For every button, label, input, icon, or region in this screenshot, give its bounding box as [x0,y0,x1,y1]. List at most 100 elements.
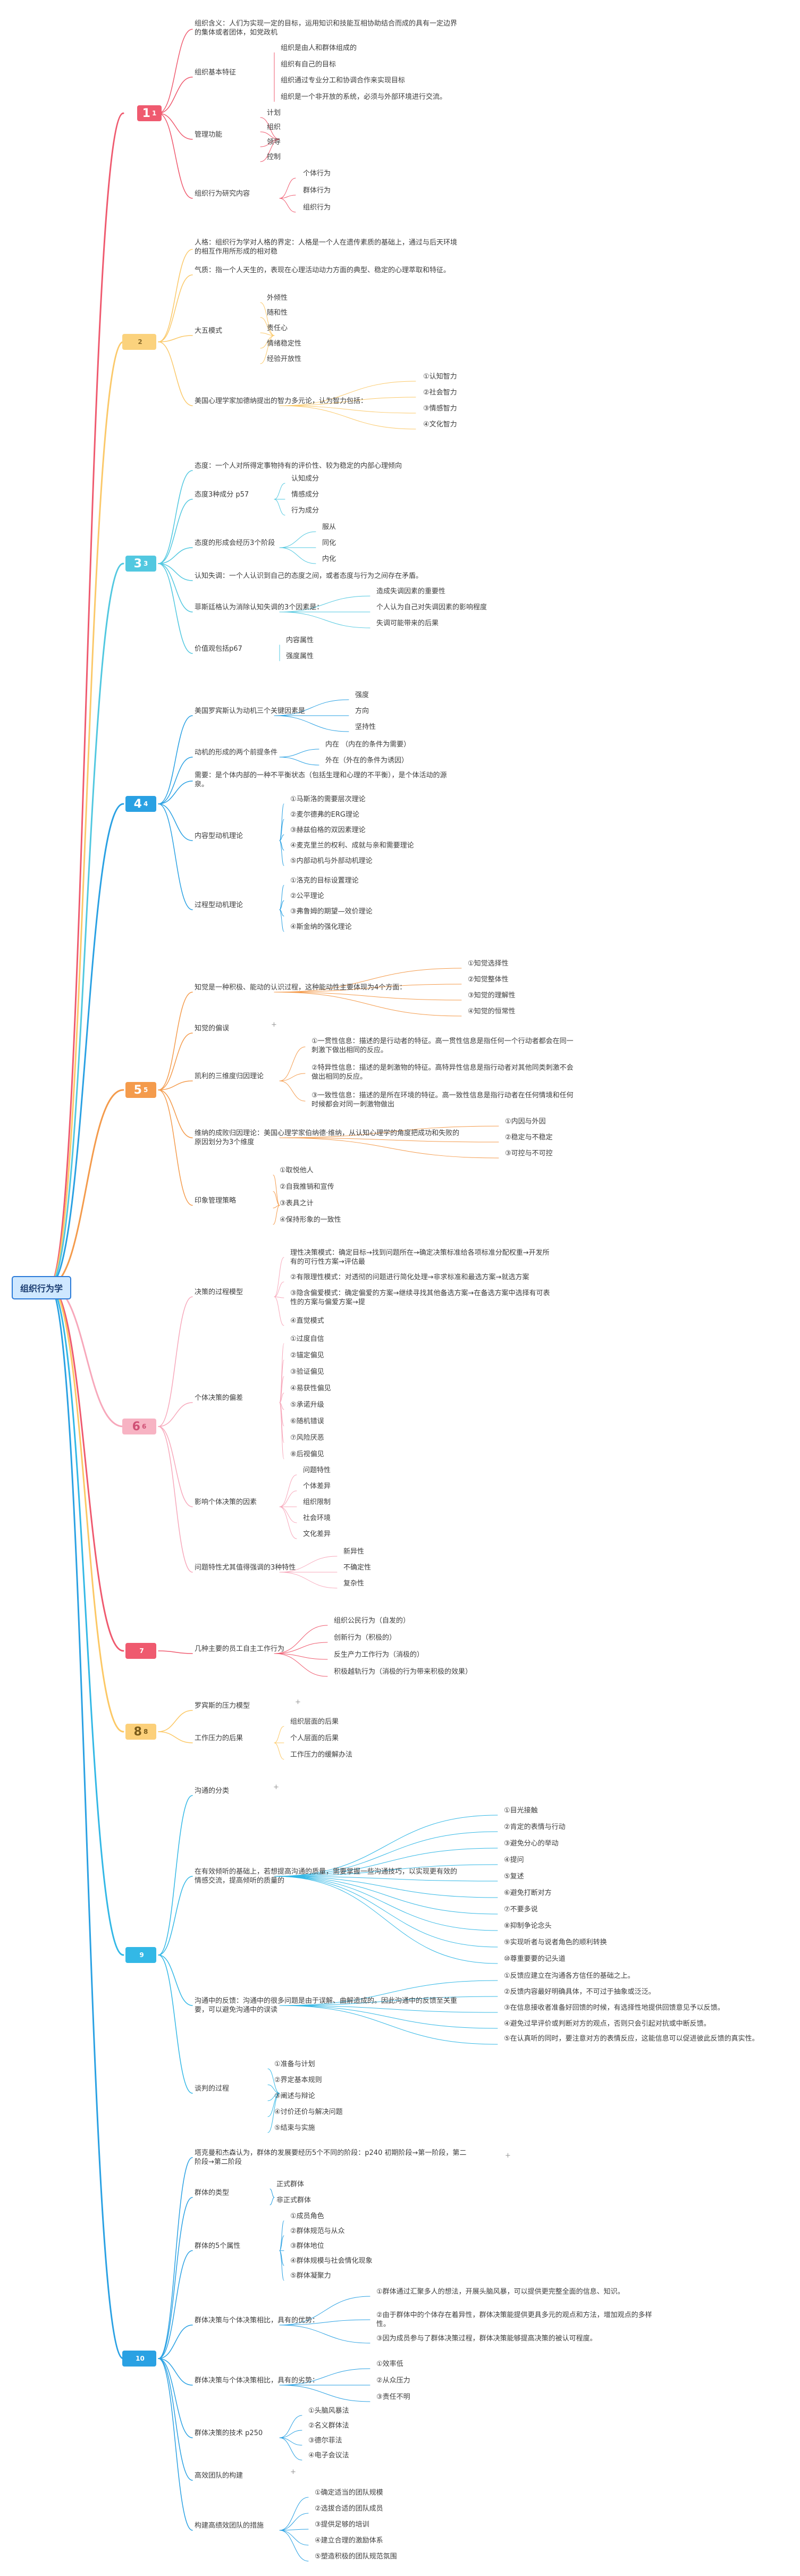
ch8-stress-model-more-icon[interactable]: + [295,1698,301,1706]
ch9-skill-4: ④提问 [504,1856,524,1864]
ch2-intelligence-1: ①认知智力 [423,373,457,381]
ch10-high-performance-team[interactable]: 高效团队的构建 [195,2472,243,2480]
ch5-perception[interactable]: 知觉是一种积极、能动的认识过程，这种能动性主要体现为4个方面： [195,984,407,992]
ch1-management-functions[interactable]: 管理功能 [195,131,223,139]
ch6-decision-influences[interactable]: 影响个体决策的因素 [195,1498,257,1506]
ch6-influence-3: 组织限制 [303,1498,331,1506]
connector-line [260,139,280,162]
ch5-impression-management[interactable]: 印象管理策略 [195,1197,237,1205]
ch8-consequence-1: 组织层面的后果 [290,1718,339,1726]
ch1-org-features[interactable]: 组织基本特征 [195,69,237,77]
connector-line [48,112,124,1287]
connector-line [48,1089,124,1287]
ch10-development-more-icon[interactable]: + [505,2152,511,2160]
ch10-group-advantages[interactable]: 群体决策与个体决策相比，具有的优势： [195,2317,319,2325]
connector-line [260,131,280,140]
ch10-group-development[interactable]: 塔克曼和杰森认为，群体的发展要经历5个不同的阶段：p240 初期阶段→第一阶段，… [195,2149,467,2166]
ch10-decision-techniques[interactable]: 群体决策的技术 p250 [195,2429,263,2437]
ch10-team-more-icon[interactable]: + [290,2468,296,2476]
ch9-feedback[interactable]: 沟通中的反馈：沟通中的很多问题是由于误解、曲解造成的。因此沟通中的反馈至关重要，… [195,1997,458,2014]
ch6-decision-bias[interactable]: 个体决策的偏差 [195,1394,243,1402]
ch1-feature-1: 组织是由人和群体组成的 [281,44,357,52]
ch9-listening-skills[interactable]: 在有效倾听的基础上，若想提高沟通的质量，需要掌握一些沟通技巧，以实现更有效的情感… [195,1868,458,1885]
connector-line [158,1650,193,1654]
ch6-bias-1: ①过度自信 [290,1335,324,1343]
connector-line [279,1392,284,1403]
connector-line [279,2437,302,2446]
connector-line [158,1426,193,1573]
chapter-9-node[interactable]: 9 [125,1947,156,1963]
connector-line [260,117,280,140]
ch10-group-attributes[interactable]: 群体的5个属性 [195,2242,241,2250]
ch10-group-types[interactable]: 群体的类型 [195,2189,230,2197]
ch1-feature-2: 组织有自己的目标 [281,61,336,69]
connector-line [158,470,193,564]
ch9-skill-3: ③避免分心的举动 [504,1840,559,1848]
ch3-stage-3: 内化 [322,555,336,563]
ch4-process-4: ④斯金纳的强化理论 [290,923,352,931]
connector-line [274,1653,328,1677]
connector-line [158,274,193,342]
connector-line [274,984,462,993]
ch7-autonomous-behavior[interactable]: 几种主要的员工自主工作行为 [195,1645,285,1653]
ch5-kelley-attribution[interactable]: 凯利的三维度归因理论 [195,1072,264,1080]
chapter-10-node[interactable]: 10 [122,2351,156,2367]
ch3-dissonance-factors[interactable]: 菲斯廷格认为消除认知失调的3个因素是： [195,603,324,611]
ch9-negotiation-process[interactable]: 谈判的过程 [195,2085,230,2093]
ch9-skill-7: ⑦不要多说 [504,1906,538,1914]
ch4-process-theories[interactable]: 过程型动机理论 [195,901,243,909]
connector-line [279,1080,306,1102]
ch1-research-3: 组织行为 [303,204,331,212]
ch10-technique-3: ③德尔菲法 [308,2437,342,2445]
connector-line [274,1876,498,1882]
connector-line [274,1296,284,1298]
connector-line [48,1285,124,1652]
ch4-content-theories[interactable]: 内容型动机理论 [195,832,243,840]
ch6-model-3: ③隐含偏爱模式：确定偏爱的方案→继续寻找其他备选方案→在备选方案中选择有可表性的… [290,1289,550,1306]
ch6-decision-model[interactable]: 决策的过程模型 [195,1288,243,1296]
ch1-research-content[interactable]: 组织行为研究内容 [195,190,250,198]
ch3-values[interactable]: 价值观包括p67 [195,645,242,653]
connector-line [279,547,316,564]
connector-line [279,1137,499,1159]
ch5-impression-1: ①取悦他人 [280,1167,314,1174]
ch8-stress-model[interactable]: 罗宾斯的压力模型 [195,1702,250,1710]
ch4-factor-2: 方向 [355,707,369,715]
ch9-communication-types[interactable]: 沟通的分类 [195,1787,230,1795]
ch5-weiner-attribution[interactable]: 维纳的成败归因理论：美国心理学家伯纳德·维纳，从认知心理学的角度把成功和失败的原… [195,1129,460,1146]
ch9-types-more-icon[interactable]: + [273,1783,279,1791]
connector-line [274,1625,328,1654]
ch5-impression-2: ②自我推销和宣传 [280,1183,334,1191]
ch3-component-2: 情感成分 [291,491,319,499]
ch2-intelligence[interactable]: 美国心理学家加德纳提出的智力多元论，认为智力包括： [195,397,368,405]
connector-line [279,2296,370,2326]
ch5-impression-4: ④保持形象的一致性 [280,1216,341,1224]
root-node[interactable]: 组织行为学 [12,1276,72,1299]
connector-line [270,2197,275,2205]
ch6-problem-features[interactable]: 问题特性尤其值得强调的3种特性 [195,1564,296,1572]
ch2-big-five[interactable]: 大五模式 [195,327,223,335]
ch5-bias-more-icon[interactable]: + [271,1021,277,1029]
ch5-kelley-2: ②特异性信息：描述的是刺激物的特征。高特异性信息是指行动者对其他同类刺激不会做出… [311,1064,574,1081]
ch10-team-measures[interactable]: 构建高绩效团队的措施 [195,2522,264,2530]
ch10-group-disadvantages[interactable]: 群体决策与个体决策相比，具有的劣势： [195,2377,319,2385]
ch8-stress-consequences[interactable]: 工作压力的后果 [195,1734,243,1742]
chapter-7-node[interactable]: 7 [125,1643,156,1659]
ch9-skill-10: ⑩尊重要要的记头道 [504,1955,566,1963]
connector-line [267,2068,280,2094]
ch2-big-five-1: 外倾性 [267,294,288,302]
chapter-2-node[interactable]: 2 [122,334,156,350]
ch4-motivation-conditions[interactable]: 动机的形成的两个前提条件 [195,749,278,757]
ch1-org-definition: 组织含义：人们为实现一定的目标，运用知识和技能互相协助结合而成的具有一定边界的集… [195,20,458,37]
ch4-motivation-factors[interactable]: 美国罗宾斯认为动机三个关键因素是 [195,707,306,715]
ch3-attitude-stages[interactable]: 态度的形成会经历3个阶段 [195,539,275,547]
ch3-attitude-components[interactable]: 态度3种成分 p57 [195,491,249,499]
ch5-perception-bias[interactable]: 知觉的偏误 [195,1025,230,1033]
connector-line [274,1281,284,1297]
